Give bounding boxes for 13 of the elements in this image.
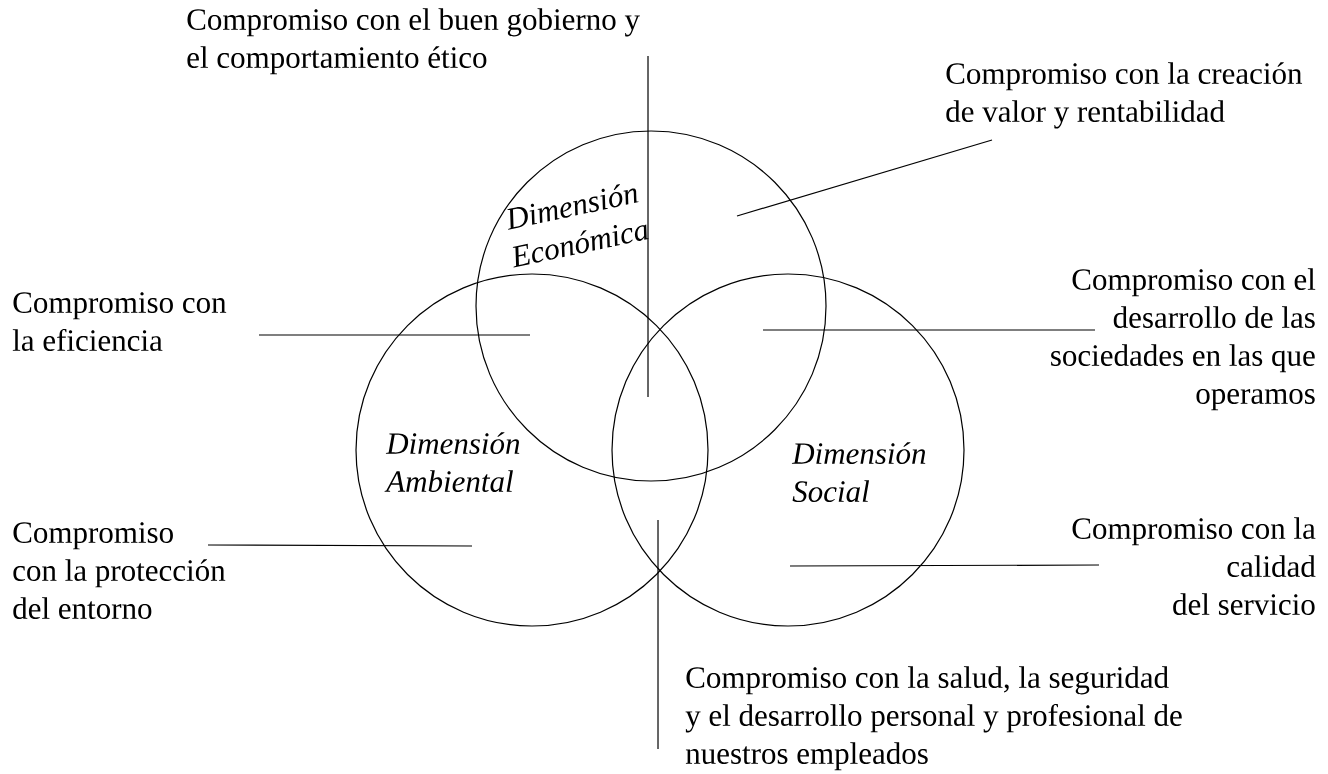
leader-line xyxy=(647,55,649,398)
leader-line xyxy=(207,544,473,547)
callout-text: Compromiso con la salud, la seguridad y el desarrollo personal y profesional de nuestros empleados xyxy=(685,666,1182,771)
callout-text: Compromiso con el desarrollo de las sociedades en las que operamos xyxy=(1051,268,1316,411)
leader-line xyxy=(789,564,1100,567)
leader-line xyxy=(762,329,1096,331)
leader-line xyxy=(258,334,531,336)
callout-text: Compromiso con la eficiencia xyxy=(12,292,227,352)
callout-text: Compromiso con el buen gobierno y el comportamiento ético xyxy=(187,8,640,75)
callout-text: Compromiso con la creación de valor y rentabilidad xyxy=(946,62,1303,129)
callout-text: Compromiso con la calidad del servicio xyxy=(1072,517,1316,615)
leader-line xyxy=(736,139,993,217)
callout-text: Compromiso con la protección del entorno xyxy=(13,522,226,620)
